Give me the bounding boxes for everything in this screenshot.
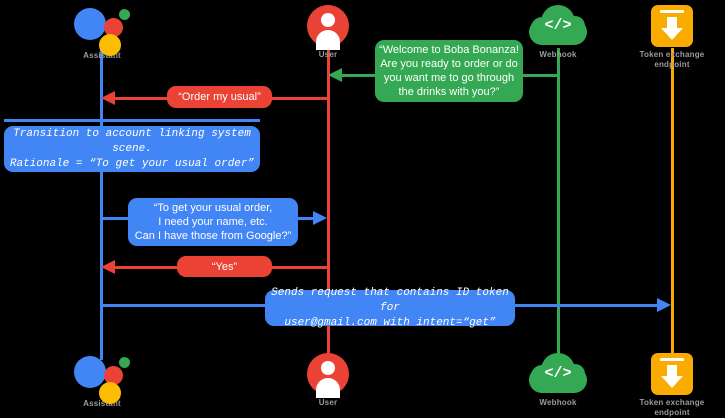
actor-token-endpoint-bottom: Token exchange endpoint	[631, 353, 713, 418]
user-avatar-icon	[307, 353, 349, 398]
message-text-yes: “Yes”	[211, 260, 238, 273]
message-bubble-yes: “Yes”	[177, 256, 272, 277]
actor-token-endpoint-top: Token exchange endpoint	[631, 5, 713, 70]
download-endpoint-icon	[651, 5, 693, 47]
message-bubble-transition-note: Transition to account linking system sce…	[4, 126, 260, 172]
arrow-head-consent-request	[313, 211, 327, 225]
actor-label-token-endpoint-line1: Token exchange	[639, 50, 705, 59]
actor-user-top: User	[307, 5, 349, 60]
lifeline-assistant	[100, 48, 103, 360]
actor-assistant-bottom: Assistant	[73, 352, 131, 409]
actor-assistant-top: Assistant	[73, 4, 131, 61]
message-bubble-order-my-usual: “Order my usual”	[167, 86, 272, 108]
actor-webhook-bottom: </> Webhook	[529, 353, 587, 408]
actor-webhook-top: </> Webhook	[529, 5, 587, 60]
download-endpoint-icon	[651, 353, 693, 395]
arrow-head-welcome	[328, 68, 342, 82]
actor-label-user: User	[318, 398, 338, 407]
arrow-head-yes	[101, 260, 115, 274]
message-bubble-token-request: Sends request that contains ID token for…	[265, 287, 515, 329]
message-bubble-welcome: “Welcome to Boba Bonanza! Are you ready …	[375, 40, 523, 102]
message-line-transition-note	[4, 119, 260, 122]
actor-label-token-endpoint-line2: endpoint	[654, 60, 690, 69]
message-text-consent-request: “To get your usual order, I need your na…	[134, 202, 292, 242]
actor-user-bottom: User	[307, 353, 349, 408]
message-bubble-consent-request: “To get your usual order, I need your na…	[128, 198, 298, 246]
actor-label-webhook: Webhook	[539, 50, 577, 59]
actor-label-user: User	[318, 50, 338, 59]
lifeline-webhook	[557, 48, 560, 360]
arrow-head-order-my-usual	[101, 91, 115, 105]
lifeline-token-endpoint	[671, 48, 674, 360]
message-text-transition-note: Transition to account linking system sce…	[9, 127, 255, 170]
message-text-welcome: “Welcome to Boba Bonanza! Are you ready …	[379, 44, 519, 98]
actor-label-token-endpoint: Token exchange endpoint	[631, 50, 713, 70]
user-avatar-icon	[307, 5, 349, 50]
actor-label-webhook: Webhook	[539, 398, 577, 407]
message-text-token-request: Sends request that contains ID token for…	[271, 286, 509, 329]
actor-label-token-endpoint: Token exchange endpoint	[631, 398, 713, 418]
cloud-code-icon: </>	[529, 5, 587, 47]
actor-label-token-endpoint-line1: Token exchange	[639, 398, 705, 407]
message-text-order-my-usual: “Order my usual”	[178, 91, 261, 103]
google-assistant-icon	[74, 4, 130, 56]
actor-label-assistant: Assistant	[83, 399, 121, 408]
google-assistant-icon	[74, 352, 130, 404]
arrow-head-token-request	[657, 298, 671, 312]
cloud-code-icon: </>	[529, 353, 587, 395]
lifeline-user	[327, 48, 330, 360]
actor-label-assistant: Assistant	[83, 51, 121, 60]
actor-label-token-endpoint-line2: endpoint	[654, 408, 690, 417]
